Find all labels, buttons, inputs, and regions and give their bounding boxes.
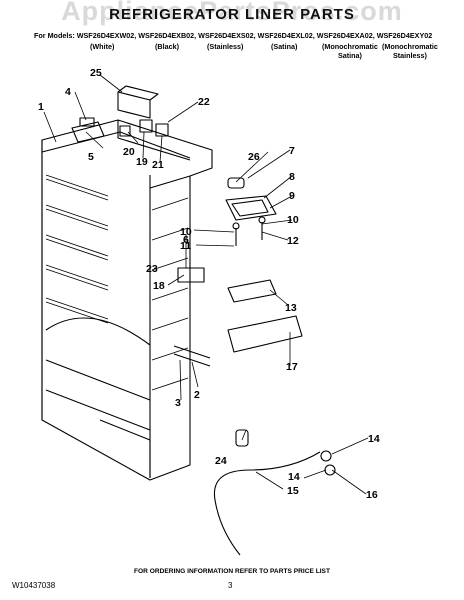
callout-8: 8 [289, 171, 295, 183]
callout-9: 9 [289, 190, 295, 202]
callout-14: 14 [288, 471, 300, 483]
callout-13: 13 [285, 302, 297, 314]
document-number: W10437038 [12, 581, 56, 590]
callout-17: 17 [286, 361, 298, 373]
watermark: AppliancePartsPros.com [61, 0, 403, 26]
callout-22: 22 [198, 96, 210, 108]
callout-23: 23 [146, 263, 158, 275]
callout-11: 11 [180, 240, 191, 252]
callout-25: 25 [90, 67, 102, 79]
page-title: REFRIGERATOR LINER PARTS [109, 6, 355, 23]
callout-18: 18 [153, 280, 165, 292]
callout-4: 4 [65, 86, 71, 98]
callout-19: 19 [136, 156, 148, 168]
callout-20: 20 [123, 146, 135, 158]
callout-1: 1 [38, 101, 44, 113]
callout-2: 2 [194, 389, 200, 401]
variant-label: (White) [90, 42, 115, 51]
callout-7: 7 [289, 145, 295, 157]
callout-21: 21 [152, 159, 164, 171]
callout-16: 16 [366, 489, 378, 501]
callout-24: 24 [215, 455, 227, 467]
callout-14: 14 [368, 433, 380, 445]
variant-label: (Stainless) [207, 42, 244, 51]
callout-10: 10 [287, 214, 299, 226]
model-list: For Models: WSF26D4EXW02, WSF26D4EXB02, … [34, 31, 433, 40]
callout-10: 10 [180, 226, 192, 238]
variant-label: (Black) [155, 42, 179, 51]
callout-26: 26 [248, 151, 260, 163]
callout-5: 5 [88, 151, 94, 163]
callout-6: 6 [183, 234, 189, 246]
page-number: 3 [228, 581, 233, 590]
variant-label: (Satina) [271, 42, 298, 51]
callout-15: 15 [287, 485, 299, 497]
callout-3: 3 [175, 397, 181, 409]
ordering-instruction: FOR ORDERING INFORMATION REFER TO PARTS … [134, 568, 330, 575]
callout-12: 12 [287, 235, 299, 247]
